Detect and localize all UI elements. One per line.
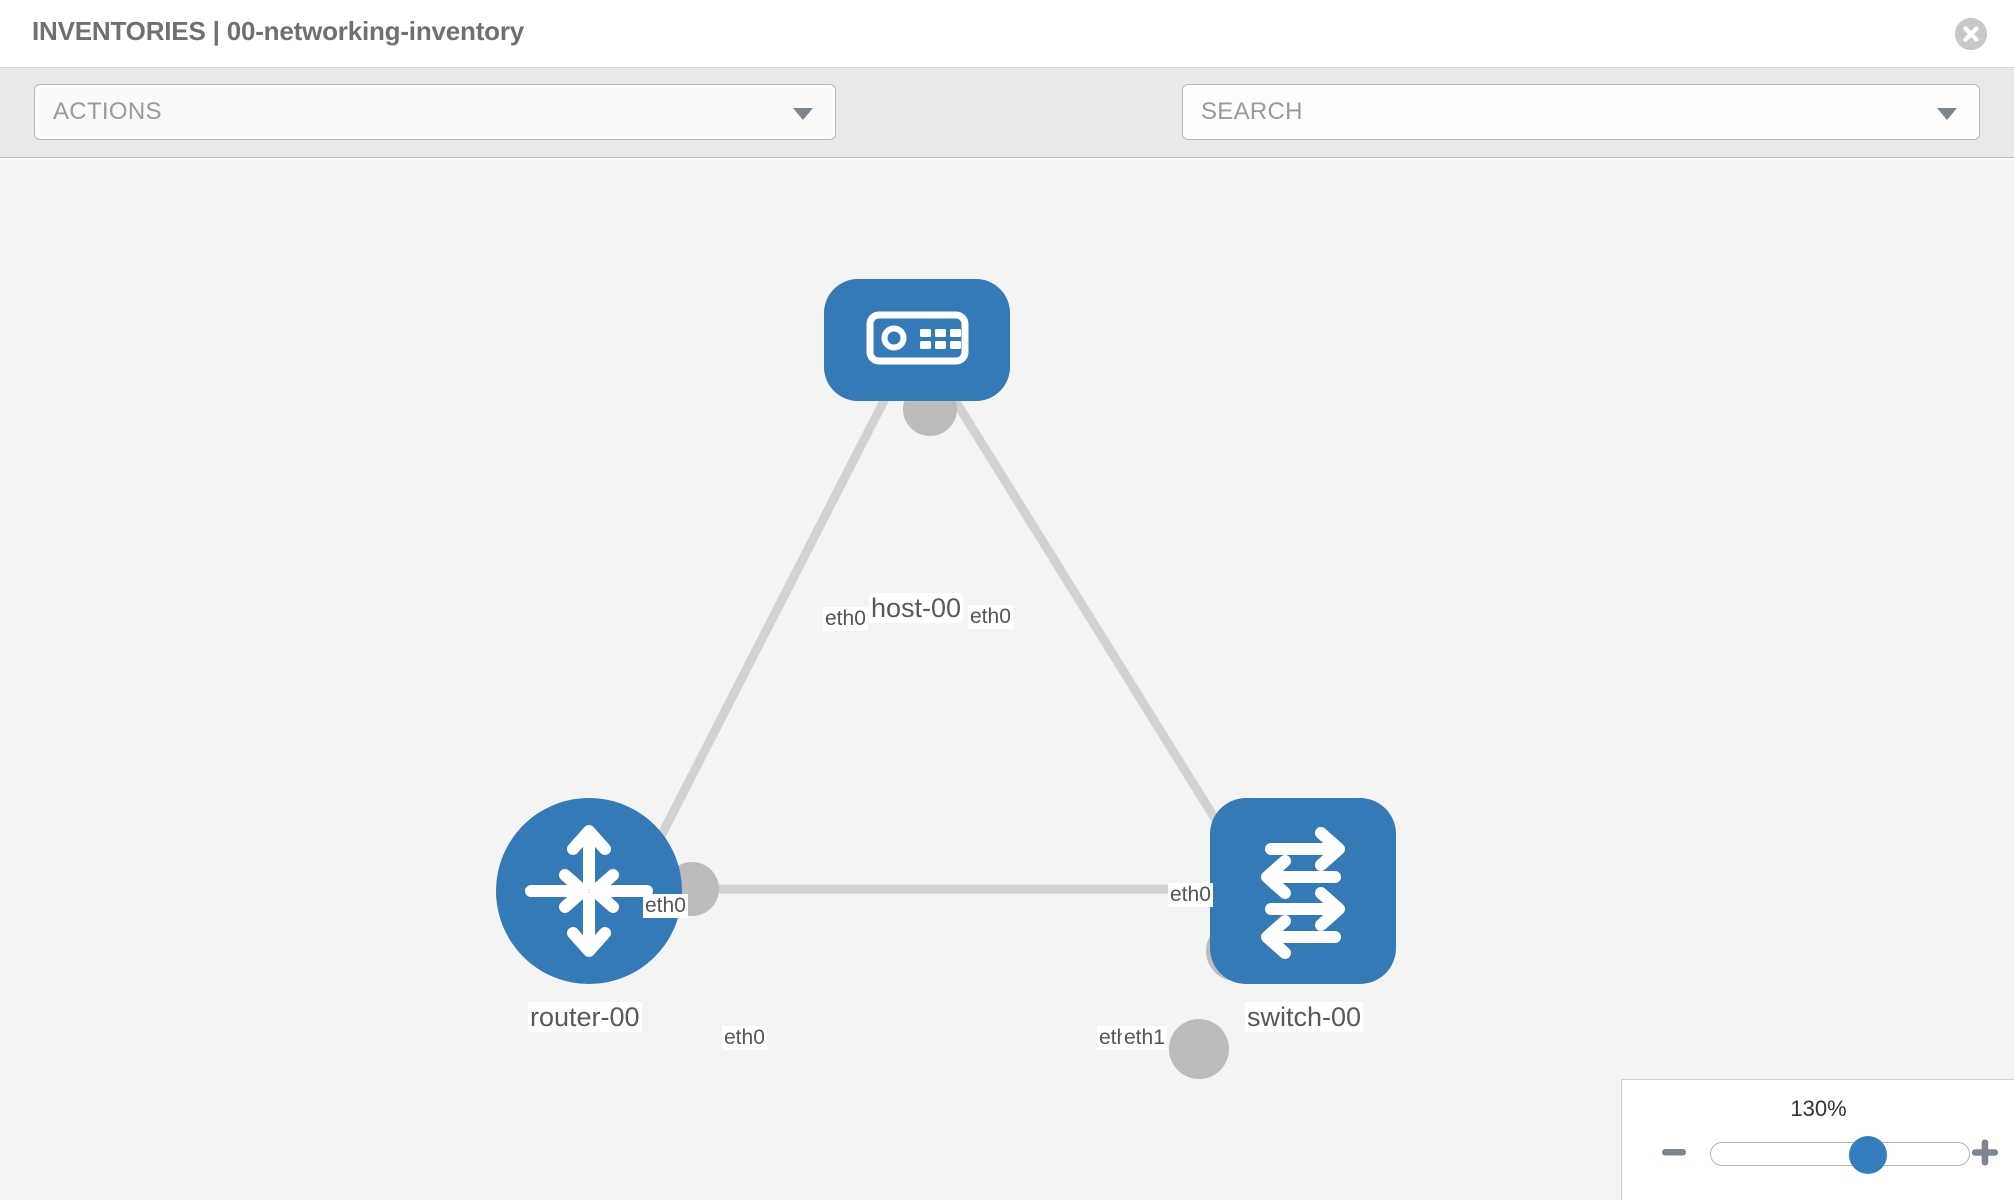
window-header: INVENTORIES | 00-networking-inventory [0, 0, 2014, 68]
page-title: INVENTORIES | 00-networking-inventory [32, 16, 525, 46]
if-label-switch-left-b: eth1 [1122, 1026, 1167, 1051]
chevron-down-icon [793, 108, 813, 120]
if-label-router-right: eth0 [722, 1026, 767, 1051]
chevron-down-icon[interactable] [1937, 108, 1957, 120]
if-label-host-right: eth0 [968, 605, 1013, 630]
search-placeholder: SEARCH [1201, 98, 1303, 125]
actions-dropdown-label: ACTIONS [53, 98, 162, 125]
port-switch-left [1169, 1019, 1229, 1079]
toolbar: ACTIONS SEARCH [0, 68, 2014, 205]
topology-graph [496, 279, 1396, 1079]
node-router-00[interactable] [496, 798, 682, 984]
plus-icon[interactable] [1963, 1130, 2007, 1174]
node-label-host-00: host-00 [869, 593, 964, 624]
link-host-switch [944, 386, 1244, 862]
zoom-percent-label: 130% [1790, 1096, 1847, 1121]
link-layer [635, 386, 1244, 894]
topology-canvas[interactable]: eth0 eth0 eth0 eth0 eth0 eth0 eth1 host-… [0, 159, 2014, 1200]
if-label-switch-up: eth0 [1168, 883, 1213, 908]
node-label-switch-00: switch-00 [1245, 1002, 1364, 1033]
node-host-00[interactable] [824, 279, 1010, 401]
link-host-router [635, 386, 895, 880]
zoom-slider[interactable] [1710, 1136, 1970, 1174]
minus-icon[interactable] [1652, 1130, 1696, 1174]
search-input[interactable]: SEARCH [1182, 84, 1980, 140]
zoom-control-panel: 130% [1621, 1079, 2014, 1200]
if-label-host-left: eth0 [823, 607, 868, 632]
actions-dropdown[interactable]: ACTIONS [34, 84, 836, 140]
if-label-router-up: eth0 [643, 894, 688, 919]
node-switch-00[interactable] [1210, 798, 1396, 984]
node-label-router-00: router-00 [528, 1002, 642, 1033]
zoom-slider-thumb[interactable] [1848, 1136, 1887, 1174]
close-icon[interactable] [1955, 18, 1987, 50]
port-layer [665, 382, 1266, 1079]
